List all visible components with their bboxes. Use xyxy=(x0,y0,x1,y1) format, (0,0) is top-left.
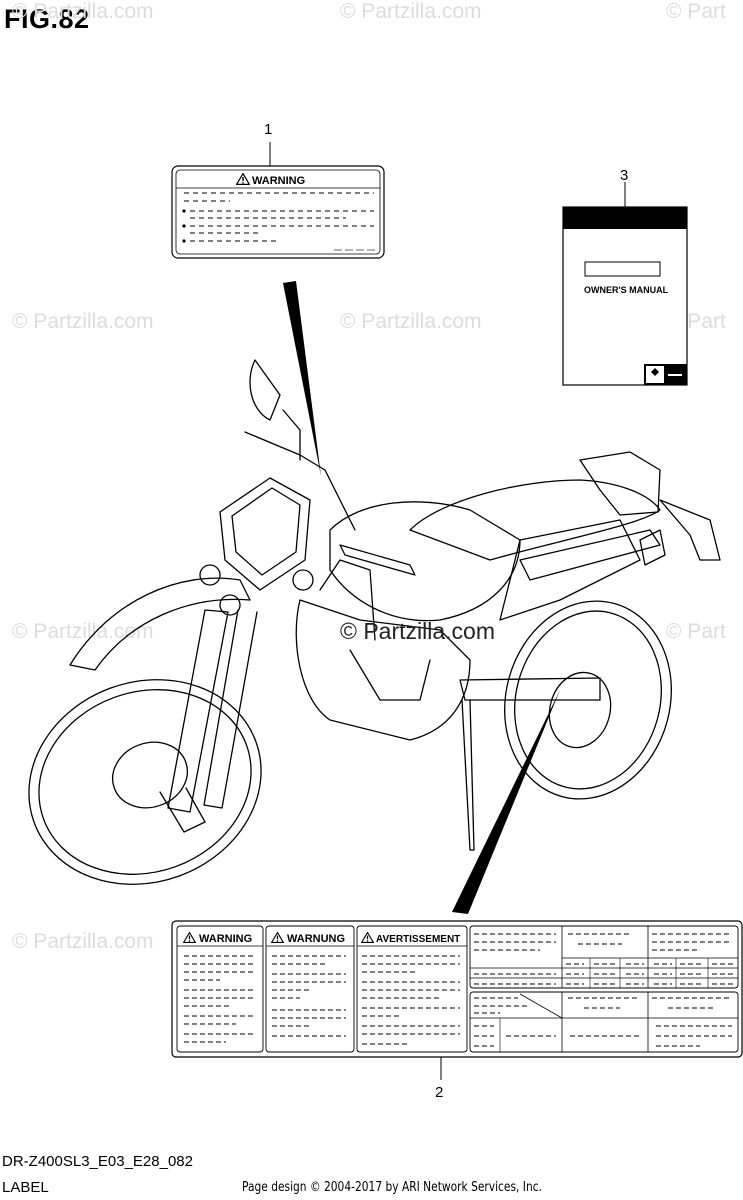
warning-label-1[interactable] xyxy=(171,142,385,259)
watermark: © Part xyxy=(666,620,726,643)
watermark: © Partzilla.com xyxy=(340,310,482,333)
copyright-notice: Page design © 2004-2017 by ARI Network S… xyxy=(242,1180,542,1195)
watermark: © Partzilla.com xyxy=(12,310,154,333)
leader-wedge-1 xyxy=(283,281,321,476)
callout-3: 3 xyxy=(620,167,628,184)
suzuki-logo-icon xyxy=(651,368,659,376)
model-code: DR-Z400SL3_E03_E28_082 xyxy=(2,1153,193,1170)
leader-wedge-2 xyxy=(452,690,560,914)
label-header-warnung: WARNUNG xyxy=(287,933,345,945)
callout-2: 2 xyxy=(435,1084,443,1101)
label-header-avertissement: AVERTISSEMENT xyxy=(376,934,460,945)
warning-label-header: WARNING xyxy=(252,175,305,187)
watermark: © Partzilla.com xyxy=(12,0,154,23)
owners-manual-3[interactable] xyxy=(562,182,688,386)
watermark: © Part xyxy=(666,0,726,23)
watermark: © Partzilla.com xyxy=(12,620,154,643)
motorcycle-illustration xyxy=(28,359,721,885)
watermark-center: © Partzilla.com xyxy=(340,618,495,644)
multi-language-label-2[interactable] xyxy=(171,920,743,1058)
section-label: LABEL xyxy=(2,1179,49,1196)
watermark: © Partzilla.com xyxy=(12,930,154,953)
watermark: © Partzilla.com xyxy=(340,0,482,23)
figure-title: FIG.82 xyxy=(4,4,90,34)
owners-manual-title: OWNER'S MANUAL xyxy=(584,285,669,295)
label-header-warning: WARNING xyxy=(199,933,252,945)
callout-1: 1 xyxy=(264,121,272,138)
